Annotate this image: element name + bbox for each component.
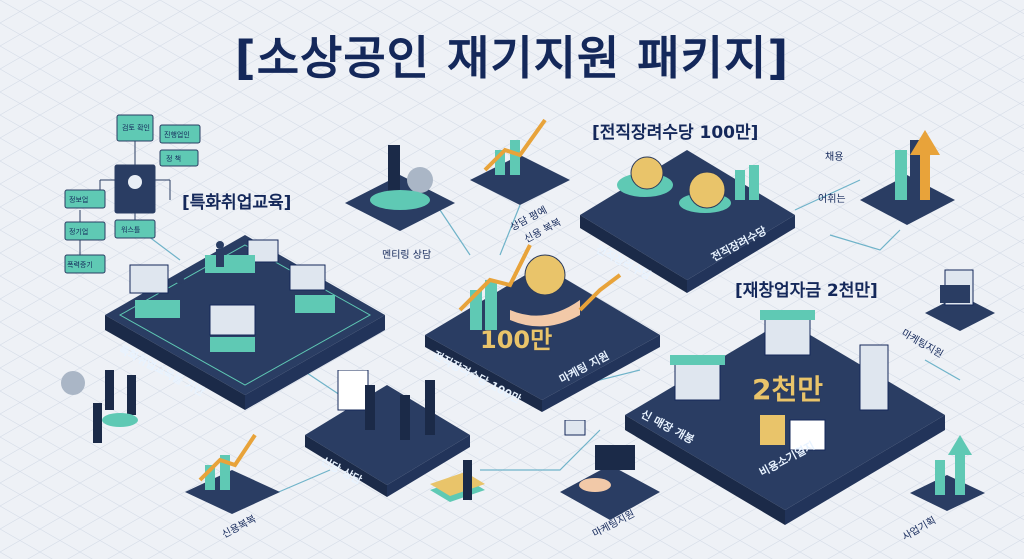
education-platform xyxy=(105,235,385,410)
hiring-platform xyxy=(860,130,955,225)
org-node-text: 폭력증기 xyxy=(67,260,93,269)
person-icon xyxy=(128,175,142,189)
org-node-text: 정보업 xyxy=(69,195,88,204)
growth-arrow-icon xyxy=(948,435,972,495)
won-coin-icon xyxy=(630,156,664,190)
meeting-table-icon xyxy=(102,413,138,427)
hiring-text: 채용 xyxy=(825,152,844,163)
org-chart: 검토 확인 진행업인 정 책 정보업 정기업 워스틀 폭력증기 xyxy=(64,114,201,274)
mentoring-platform xyxy=(345,145,455,231)
person-icon xyxy=(127,375,136,415)
presentation-board-icon xyxy=(129,264,169,294)
handshake-icon xyxy=(579,478,611,492)
org-node-text: 진행업인 xyxy=(164,130,190,139)
trend-arrow-icon xyxy=(483,118,547,172)
chat-bubble-icon xyxy=(564,420,586,436)
amount-100-text: 100만 xyxy=(480,326,553,354)
hand-icon xyxy=(510,300,580,327)
store-icon xyxy=(670,355,725,401)
coin-stack-icon xyxy=(760,415,785,445)
profile-card-icon xyxy=(337,370,369,411)
gear-icon xyxy=(61,371,85,395)
org-node-text: 정 책 xyxy=(166,154,181,163)
person-icon xyxy=(176,241,224,302)
desk-icon xyxy=(135,300,180,318)
trend-arrow-icon xyxy=(458,244,532,312)
allowance-platform xyxy=(580,150,795,293)
chart-board-icon xyxy=(289,264,326,291)
label-allowance: [전직장려수당 100만] xyxy=(592,123,759,143)
handshake-platform xyxy=(560,420,660,520)
screen-icon xyxy=(209,304,256,336)
building-icon xyxy=(859,344,889,411)
credit-recovery-bottom xyxy=(185,433,280,514)
briefcase-icon xyxy=(595,445,635,470)
won-coin-icon xyxy=(688,171,726,209)
documents-stack xyxy=(430,460,485,502)
growth-arrow-icon xyxy=(910,130,940,200)
won-coin-icon xyxy=(524,254,566,296)
store-icon xyxy=(760,310,815,356)
meeting-group xyxy=(61,370,138,443)
person-icon xyxy=(463,460,472,500)
org-node-text: 검토 확인 xyxy=(122,123,150,132)
briefcase-icon xyxy=(940,285,970,303)
desk-icon xyxy=(210,337,255,352)
consulting-platform xyxy=(305,370,470,497)
marketing-icon-right xyxy=(925,269,995,331)
trend-arrow-icon xyxy=(578,273,622,312)
label-restart-fund: [재창업자금 2천만] xyxy=(735,281,878,301)
trend-arrow-icon xyxy=(198,433,257,482)
restart-platform xyxy=(625,310,945,525)
mentoring-text: 멘티링 상담 xyxy=(382,250,432,261)
person-icon xyxy=(365,380,435,440)
desk-icon xyxy=(295,295,335,313)
person-icon xyxy=(388,145,400,195)
amount-2000-text: 2천만 xyxy=(752,373,824,406)
person-icon xyxy=(105,370,114,410)
document-icon xyxy=(789,419,826,451)
center-platform xyxy=(425,244,660,412)
gear-icon xyxy=(407,167,433,193)
label-education: [특화취업교육] xyxy=(182,193,292,213)
credit-recovery-top xyxy=(470,118,570,205)
org-node-text: 워스틀 xyxy=(121,226,141,234)
outline-text: 어휘는 xyxy=(818,194,846,205)
org-node-text: 정기업 xyxy=(69,227,88,236)
business-plan-icon xyxy=(910,435,985,511)
page-title: [소상공인 재기지원 패키지] xyxy=(234,31,790,85)
person-icon xyxy=(93,403,102,443)
